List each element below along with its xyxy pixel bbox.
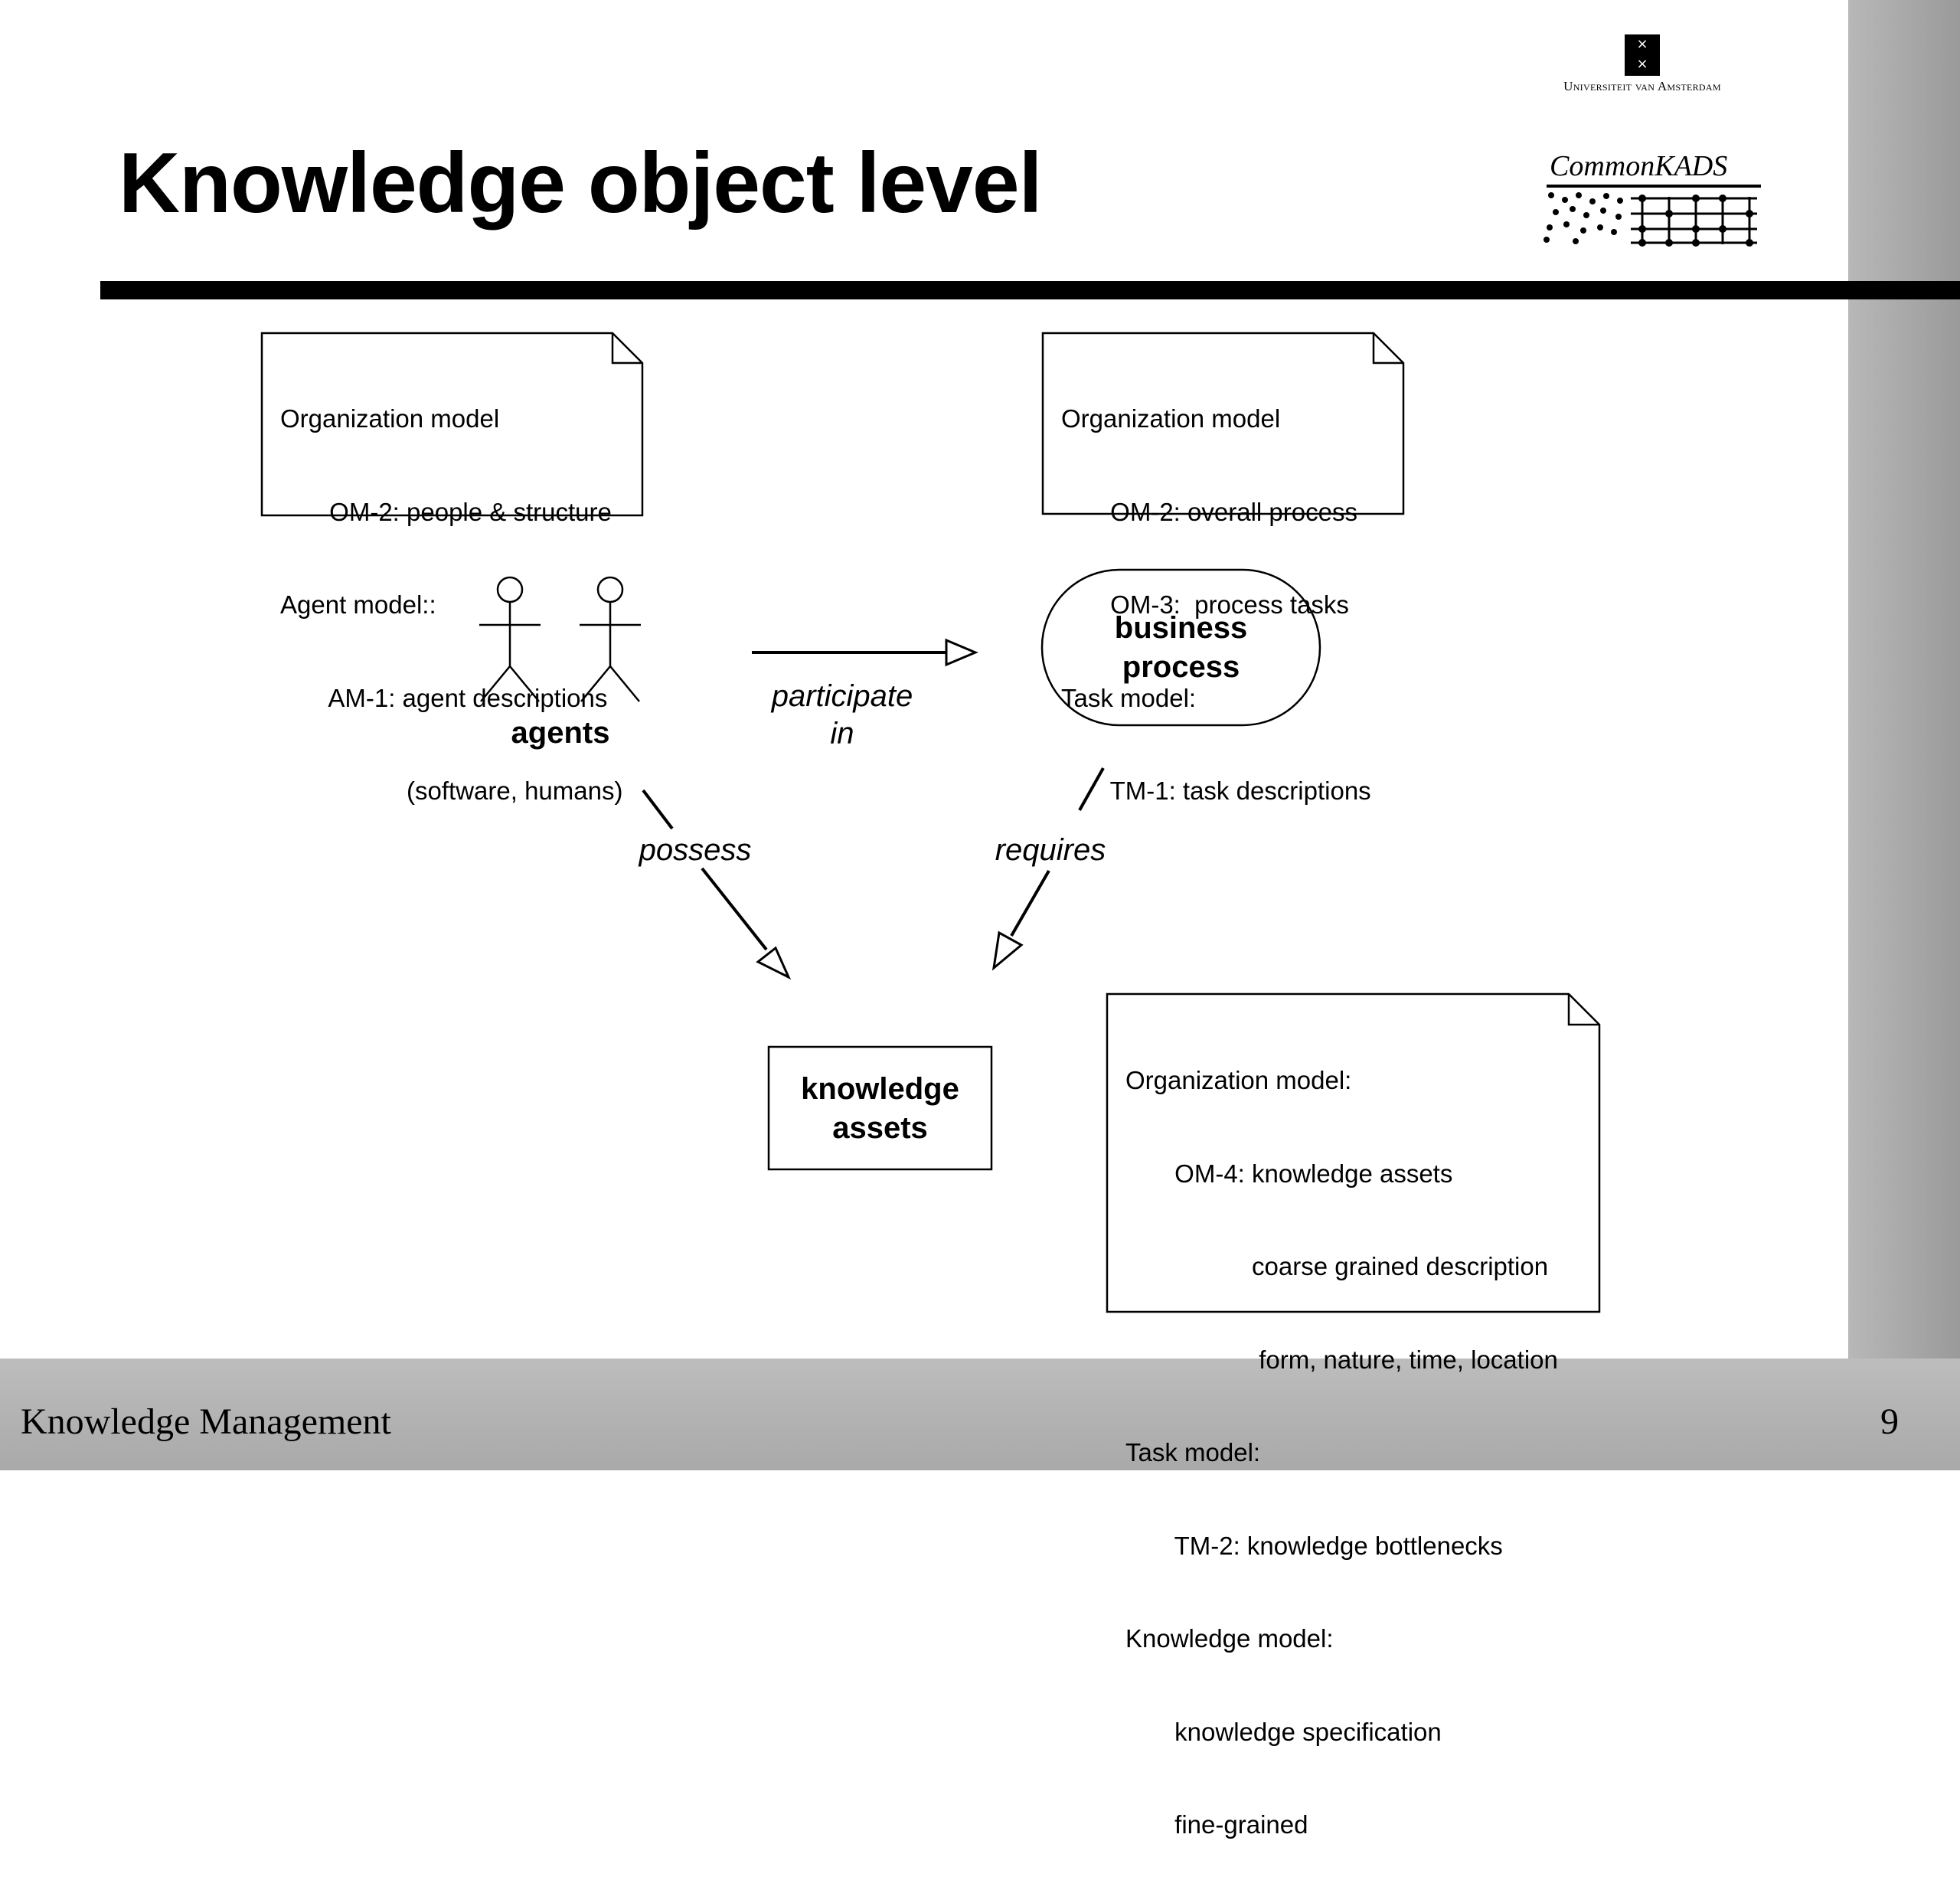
- title-rule: [100, 281, 1960, 299]
- participate-in-label: participate in: [750, 678, 934, 753]
- knowledge-assets-node: [767, 1045, 993, 1171]
- note-line: Organization model: [1061, 404, 1281, 433]
- note-line: OM-3: process tasks: [1061, 590, 1349, 619]
- note-line: OM-2: overall process: [1061, 497, 1357, 526]
- slide: Knowledge object level Universiteit van …: [0, 0, 1960, 1470]
- agents-label: agents: [511, 716, 610, 750]
- requires-arrow: [991, 767, 1105, 971]
- possess-arrow: [642, 789, 792, 980]
- node-label-line: assets: [832, 1111, 928, 1145]
- note-line: Task model:: [1125, 1438, 1261, 1466]
- process-note-text: Organization model OM-2: overall process…: [1061, 342, 1371, 869]
- commonkads-network-icon: [1544, 192, 1757, 247]
- participate-in-arrow: [752, 638, 978, 667]
- note-line: TM-2: knowledge bottlenecks: [1125, 1531, 1503, 1560]
- note-line: OM-2: people & structure: [280, 497, 612, 526]
- agent-figure-icon: [580, 576, 641, 702]
- note-line: (software, humans): [280, 777, 623, 805]
- relation-label-line: participate: [771, 679, 913, 713]
- node-label-line: business: [1114, 611, 1248, 645]
- commonkads-logo-text: CommonKADS: [1550, 150, 1728, 182]
- relation-label-line: in: [830, 717, 854, 750]
- university-name: Universiteit van Amsterdam: [1563, 79, 1721, 93]
- agents-note-box: [260, 332, 644, 517]
- assets-note-text: Organization model: OM-4: knowledge asse…: [1125, 1003, 1558, 1903]
- note-line: Knowledge model:: [1125, 1624, 1334, 1653]
- commonkads-logo-underline: [1547, 185, 1761, 188]
- agent-figure-icon: [479, 576, 541, 702]
- node-label-line: process: [1122, 650, 1240, 684]
- right-gradient-band: [1848, 0, 1960, 1470]
- page-number: 9: [1880, 1401, 1899, 1442]
- slide-title: Knowledge object level: [119, 136, 1042, 231]
- business-process-label: business process: [1042, 609, 1320, 687]
- note-line: AM-1: agent descriptions: [280, 683, 608, 712]
- note-line: Organization model:: [1125, 1066, 1352, 1094]
- footer-course-title: Knowledge Management: [21, 1401, 391, 1442]
- note-line: TM-1: task descriptions: [1061, 777, 1371, 805]
- agents-note-fold: [611, 333, 642, 365]
- requires-label: requires: [995, 833, 1106, 867]
- commonkads-logo: CommonKADS: [1539, 149, 1761, 253]
- assets-note-fold: [1567, 994, 1599, 1026]
- process-note-box: [1041, 332, 1405, 515]
- note-line: fine-grained: [1125, 1810, 1308, 1839]
- note-line: coarse grained description: [1125, 1252, 1549, 1280]
- business-process-node: [1040, 568, 1321, 727]
- agents-note-text: Organization model OM-2: people & struct…: [280, 342, 622, 869]
- note-line: knowledge specification: [1125, 1717, 1442, 1746]
- university-logo: Universiteit van Amsterdam: [1531, 34, 1753, 94]
- process-note-fold: [1372, 333, 1403, 365]
- note-line: Agent model::: [280, 590, 436, 619]
- note-line: OM-4: knowledge assets: [1125, 1159, 1453, 1188]
- note-line: Organization model: [280, 404, 500, 433]
- note-line: form, nature, time, location: [1125, 1345, 1558, 1374]
- knowledge-assets-label: knowledge assets: [769, 1070, 991, 1148]
- note-line: Task model:: [1061, 683, 1197, 712]
- assets-note-box: [1106, 992, 1601, 1313]
- diagram-canvas: [260, 332, 1601, 1313]
- bottom-gradient-band: [0, 1359, 1960, 1470]
- node-label-line: knowledge: [801, 1072, 959, 1106]
- university-seal-icon: [1625, 34, 1660, 76]
- possess-label: possess: [639, 833, 752, 867]
